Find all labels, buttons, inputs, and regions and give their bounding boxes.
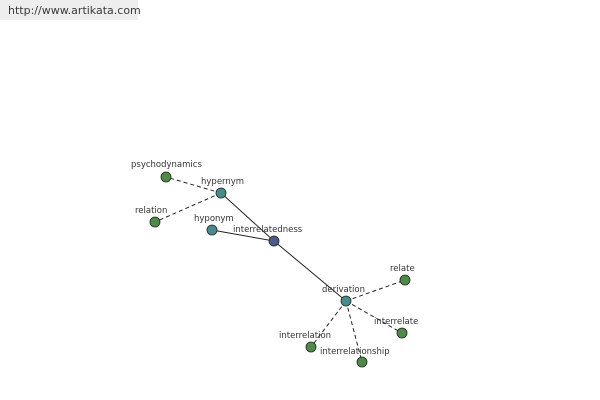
edge-derivation-interrelationship (345, 300, 363, 363)
edge-interrelatedness-derivation (273, 240, 347, 302)
node-interrelatedness[interactable] (268, 235, 280, 247)
edge-hypernym-relation (154, 192, 222, 223)
node-hyponym[interactable] (206, 224, 218, 236)
edge-interrelatedness-hyponym (211, 229, 275, 242)
node-hypernym[interactable] (215, 187, 227, 199)
node-label-hyponym: hyponym (194, 214, 234, 224)
node-label-hypernym: hypernym (201, 177, 244, 187)
node-interrelation[interactable] (305, 341, 317, 353)
node-interrelate[interactable] (396, 327, 408, 339)
watermark-banner: http://www.artikata.com (0, 0, 141, 20)
node-label-interrelationship: interrelationship (320, 347, 390, 357)
node-label-interrelate: interrelate (374, 317, 418, 327)
node-relate[interactable] (399, 274, 411, 286)
node-derivation[interactable] (340, 295, 352, 307)
node-relation[interactable] (149, 216, 161, 228)
edges-layer (154, 176, 406, 363)
watermark-url: http://www.artikata.com (8, 4, 141, 17)
edge-derivation-interrelation (310, 300, 347, 348)
node-label-relation: relation (135, 206, 167, 216)
node-interrelationship[interactable] (356, 356, 368, 368)
node-psychodynamics[interactable] (160, 171, 172, 183)
node-label-relate: relate (390, 264, 415, 274)
node-label-derivation: derivation (322, 285, 365, 295)
edge-hypernym-psychodynamics (165, 176, 222, 194)
nodes-layer (149, 171, 411, 368)
labels-layer: interrelatedness hypernym hyponym derivatio… (131, 160, 418, 357)
node-label-interrelatedness: interrelatedness (233, 225, 303, 235)
edge-derivation-interrelate (345, 300, 403, 334)
node-label-interrelation: interrelation (279, 331, 331, 341)
node-label-psychodynamics: psychodynamics (131, 160, 202, 170)
edge-interrelatedness-hypernym (220, 192, 275, 242)
edge-derivation-relate (345, 279, 406, 302)
